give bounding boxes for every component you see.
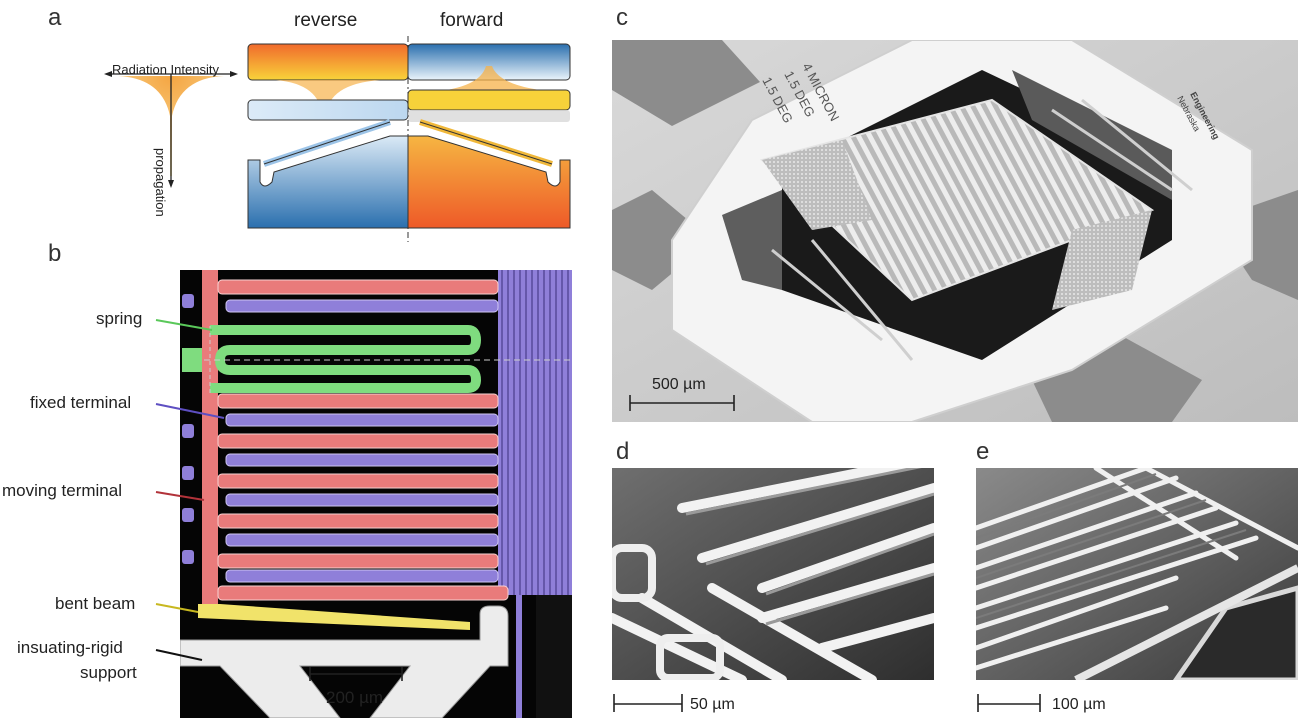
reverse-label: reverse (294, 10, 358, 31)
support-label-line1: insuating-rigid (17, 638, 123, 657)
panel-a-letter: a (48, 4, 62, 31)
panel-b-letter: b (48, 240, 62, 267)
panel-c-scale-label: 500 µm (652, 376, 706, 393)
panel-b-sem (180, 270, 572, 718)
panel-d-letter: d (616, 438, 630, 465)
forward-label: forward (440, 10, 504, 31)
radiation-intensity-label: Radiation Intensity (112, 62, 219, 77)
panel-a-diagram (104, 36, 571, 242)
panel-c-letter: c (616, 4, 628, 31)
spring-label: spring (96, 309, 143, 328)
panel-e-scalebar (977, 694, 1041, 712)
panel-e-scale-label: 100 µm (1052, 696, 1106, 713)
panel-c-sem: 1.5 DEG 1.5 DEG 4 MICRON Nebraska Engine… (612, 40, 1298, 422)
panel-e-sem (976, 468, 1298, 680)
panel-d-scale-label: 50 µm (690, 696, 735, 713)
fixed-terminal-label: fixed terminal (30, 393, 132, 412)
support-label-line2: support (80, 663, 137, 682)
moving-terminal-label: moving terminal (2, 481, 122, 500)
panel-d-sem (612, 468, 934, 680)
panel-b-scale-label: 200 µm (326, 688, 384, 707)
panel-b-leaders (155, 319, 225, 661)
panel-d-scalebar (613, 694, 683, 712)
panel-e-letter: e (976, 438, 990, 465)
bent-beam-label: bent beam (55, 594, 136, 613)
